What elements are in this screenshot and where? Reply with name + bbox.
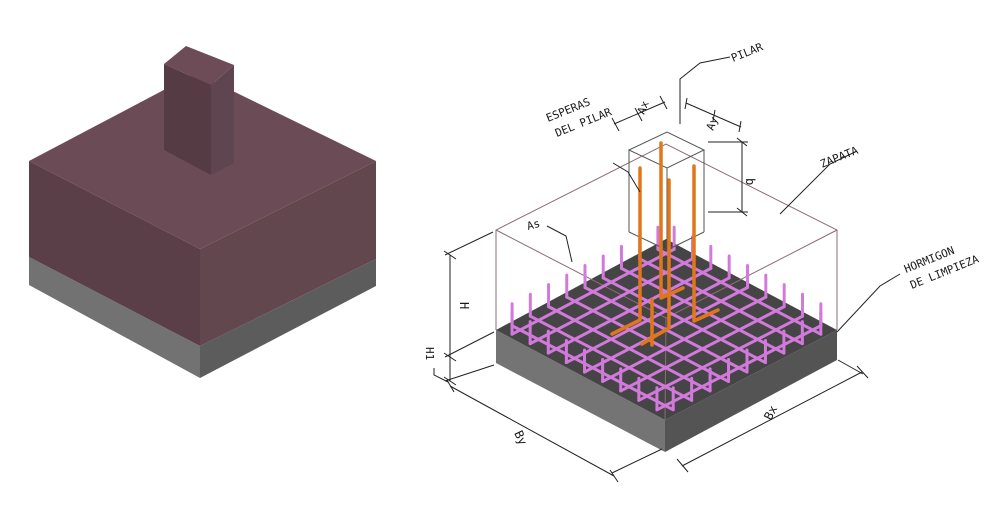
- zapata-label: ZAPATA: [818, 144, 860, 171]
- by-label: By: [511, 428, 530, 447]
- pilar-label: PILAR: [729, 40, 765, 65]
- lean-concrete-slab-left: [496, 330, 665, 452]
- by-dimension: [449, 385, 615, 477]
- column-right-face: [211, 65, 234, 175]
- leader-lines: [546, 56, 901, 333]
- ay-label: Ay: [704, 115, 721, 133]
- column-left-face: [164, 64, 211, 175]
- as-leader: [546, 225, 573, 263]
- rebar-bar: [638, 257, 804, 346]
- solid-footing-model: [29, 46, 376, 378]
- pilar-leader: [679, 56, 731, 124]
- bx-label: Bx: [761, 403, 780, 422]
- reinforcement-diagram: PILAR ESPERAS DEL PILAR ZAPATA HORMIGON …: [423, 40, 981, 483]
- hormigon-leader: [836, 273, 901, 333]
- lean-concrete-left-face: [29, 257, 200, 378]
- bx-dimension: [681, 371, 863, 467]
- column-top-face: [164, 46, 234, 85]
- h-label: H: [457, 302, 471, 309]
- ax-dimension: [613, 101, 666, 125]
- starter-bar: [692, 164, 720, 323]
- column-starter-bars: [610, 141, 720, 347]
- rebar-bar: [656, 247, 823, 336]
- as-label: As: [525, 217, 541, 233]
- starter-bar: [610, 166, 642, 336]
- ay-dimension: [685, 102, 742, 128]
- ax-label: Ax: [635, 99, 652, 117]
- esperas-leader: [612, 162, 641, 193]
- starter-bar: [659, 141, 685, 300]
- footing-right-face: [200, 161, 376, 346]
- dimension-lines: [433, 95, 869, 483]
- lean-concrete-slab-right: [665, 330, 837, 452]
- footing-left-face: [29, 161, 200, 346]
- zapata-leader: [779, 150, 858, 215]
- b-label: b: [743, 178, 757, 185]
- column-outline: [627, 131, 706, 251]
- h1-label: H1: [423, 347, 436, 360]
- rebar-bar: [655, 324, 823, 412]
- lean-concrete-right-face: [200, 259, 376, 378]
